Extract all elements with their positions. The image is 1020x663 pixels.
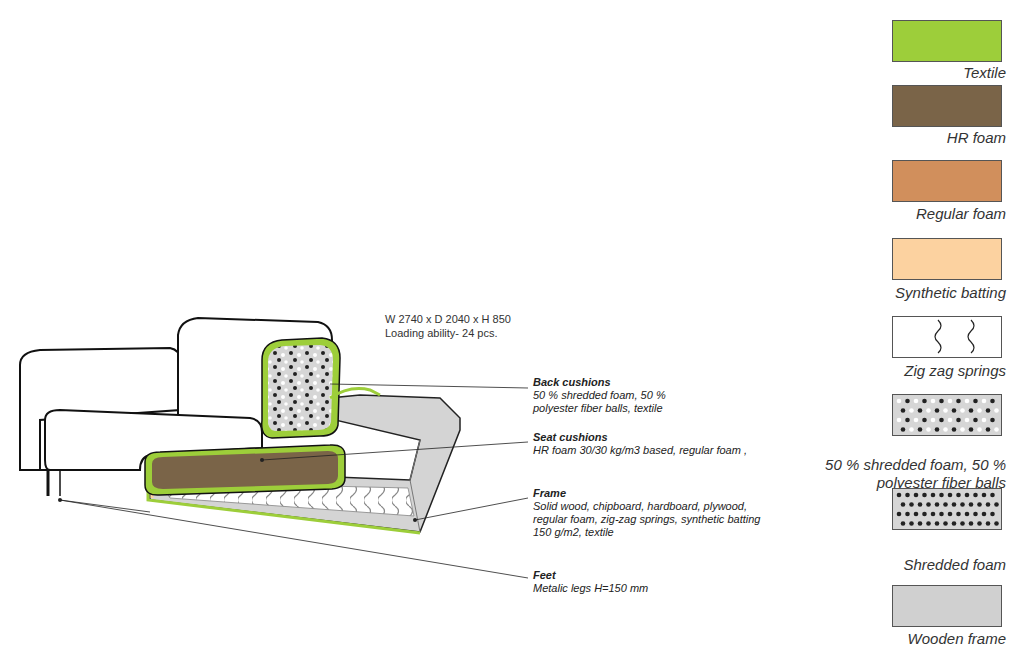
dimension-text: W 2740 x D 2040 x H 850 <box>385 313 585 326</box>
swatch-pattern <box>893 489 1001 529</box>
callout-body: Solid wood, chipboard, hardboard, plywoo… <box>533 500 778 539</box>
legend-text: Synthetic batting <box>802 284 1006 302</box>
swatch-pattern <box>893 395 1001 435</box>
legend-swatch <box>892 238 1002 280</box>
legend-text: Zig zag springs <box>802 362 1006 380</box>
legend-text: Shredded foam <box>802 556 1006 574</box>
callout-body: HR foam 30/30 kg/m3 based, regular foam … <box>533 444 793 457</box>
legend-swatch <box>892 585 1002 627</box>
callout-body: Metalic legs H=150 mm <box>533 582 733 595</box>
legend-swatch <box>892 488 1002 530</box>
callout-heading: Seat cushions <box>533 431 733 444</box>
legend-swatch <box>892 394 1002 436</box>
legend-text: 50 % shredded foam, 50 % polyester fiber… <box>802 456 1006 492</box>
legend-text: HR foam <box>802 129 1006 147</box>
callout-heading: Back cushions <box>533 376 733 389</box>
legend-text: Regular foam <box>802 205 1006 223</box>
callout-body: 50 % shredded foam, 50 % polyester fiber… <box>533 389 713 415</box>
callout-heading: Feet <box>533 569 733 582</box>
swatch-pattern <box>893 317 1001 357</box>
legend-swatch <box>892 85 1002 127</box>
loading-note: Loading ability- 24 pcs. <box>385 327 585 340</box>
legend-swatch <box>892 316 1002 358</box>
callout-heading: Frame <box>533 487 733 500</box>
legend-text: Textile <box>802 64 1006 82</box>
legend-text: Wooden frame <box>802 630 1006 648</box>
legend-swatch <box>892 160 1002 202</box>
legend-swatch <box>892 20 1002 62</box>
